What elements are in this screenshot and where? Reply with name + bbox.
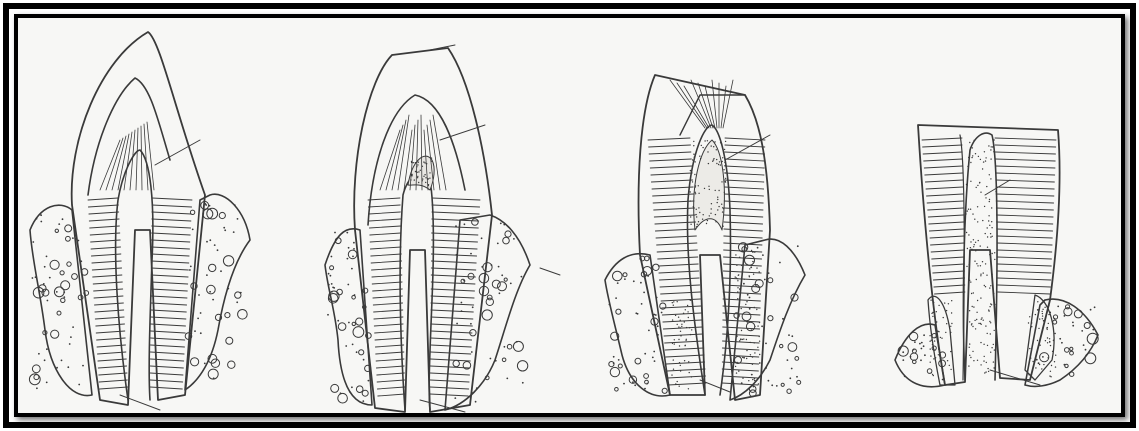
tooth-wear-figure — [0, 0, 1139, 431]
